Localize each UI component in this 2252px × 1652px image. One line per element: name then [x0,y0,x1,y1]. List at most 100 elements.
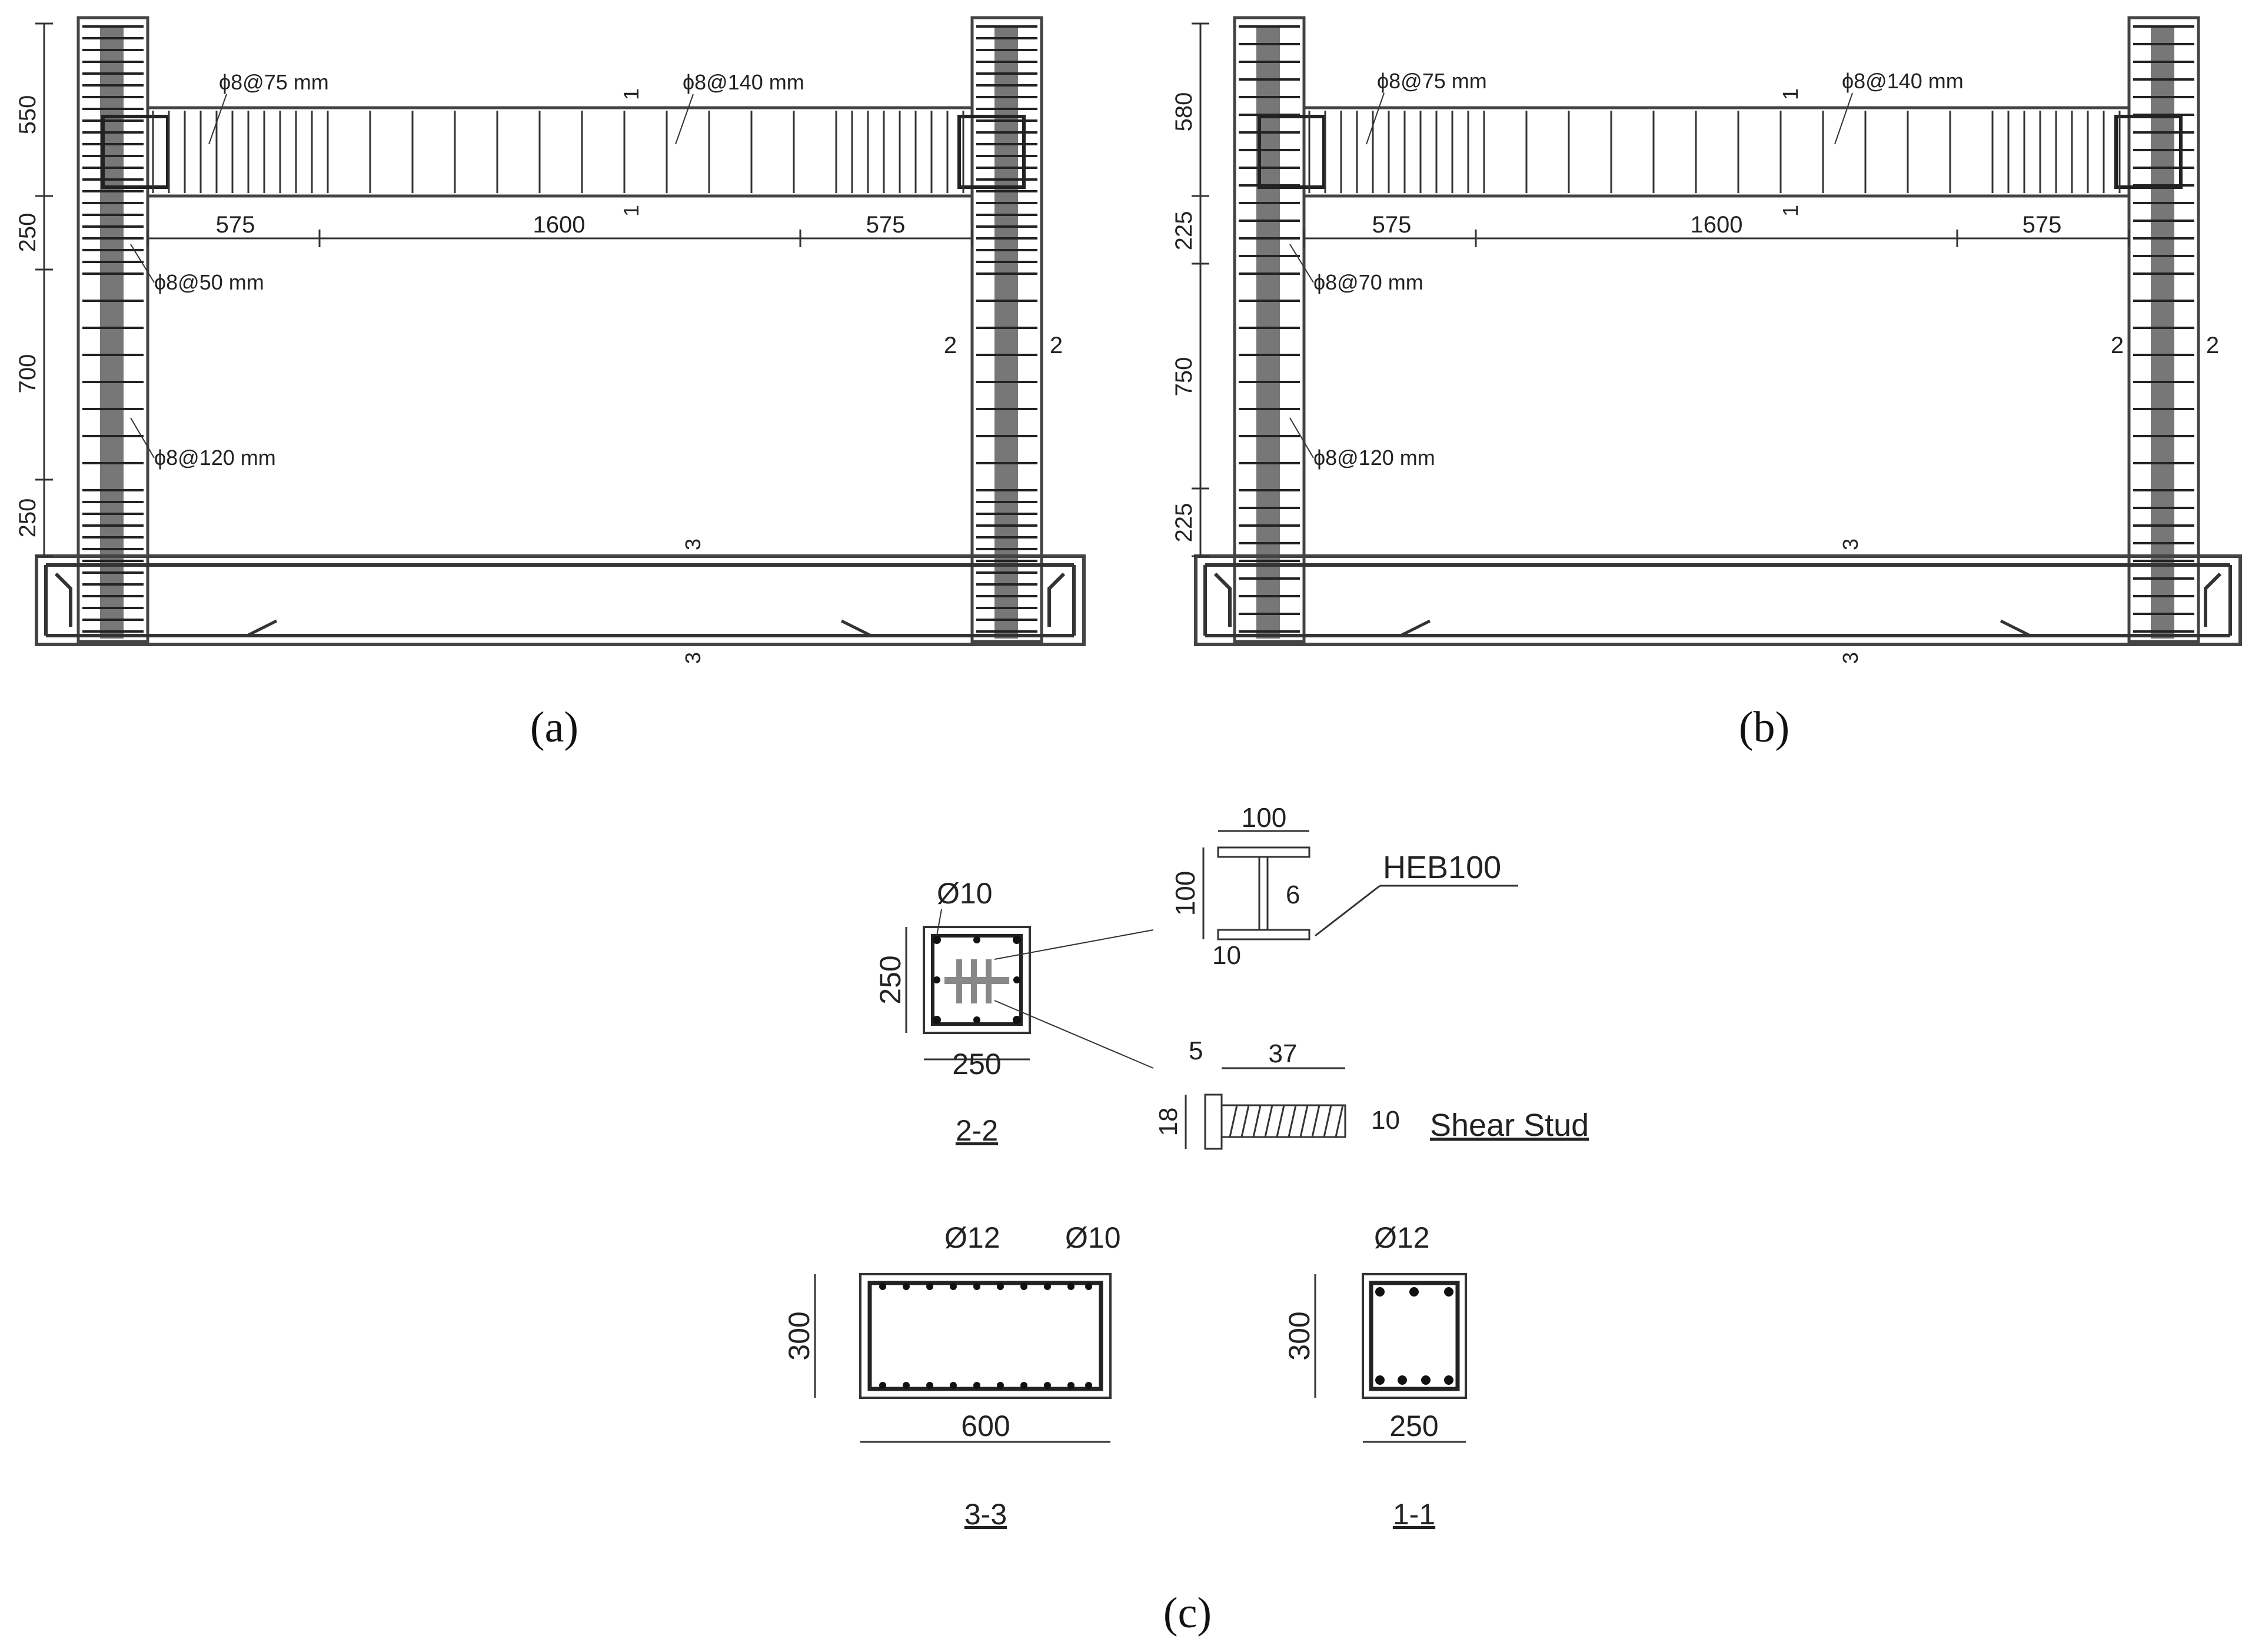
beam-dim-2: 1600 [533,212,586,238]
beam-dim-2: 1600 [1691,212,1743,238]
stud-shank-dia: 10 [1371,1106,1400,1135]
col-stirrup-dense-label: ϕ8@70 mm [1313,270,1423,294]
col-stirrup-normal-leader [1289,417,1314,458]
section-3-3-label: 3-3 [964,1498,1007,1531]
section-mark-3-bottom: 3 [1838,652,1862,664]
section-1-1-bars [1375,1287,1453,1385]
frame-b-elevation: 580 225 750 225 575 1600 575 ϕ8@75 mm ϕ8… [1171,16,2242,664]
section-mark-2-left: 2 [2111,333,2124,358]
section-1-1-height: 300 [1283,1311,1316,1360]
col-stirrup-dense-leader [1289,244,1314,283]
heb-height: 100 [1170,871,1200,916]
foundation-bent-bar-left [147,619,278,637]
heb-web-thickness: 6 [1286,880,1300,909]
section-mark-2-right: 2 [1050,333,1063,358]
col-dim-3: 750 [1171,357,1197,397]
stud-head [1204,1093,1223,1150]
column-dim-ticks [1192,22,1209,557]
col-stirrup-dense-label: ϕ8@50 mm [154,270,264,294]
section-2-2-label: 2-2 [956,1114,998,1147]
left-column-stirrups [82,25,144,633]
section-2-2-width: 250 [952,1048,1001,1081]
caption-a: (a) [530,703,578,752]
section-3-3: Ø12 Ø10 300 600 3-3 [783,1221,1121,1531]
section-2-2: Ø10 250 250 2-2 [874,877,1154,1147]
section-3-3-stirrup [867,1281,1103,1391]
beam-dim-ticks [147,230,973,247]
beam-dim-1: 575 [1372,212,1412,238]
section-mark-3-bottom: 3 [681,652,705,664]
col-stirrup-dense-leader [130,244,155,283]
col-dim-2: 250 [15,213,41,252]
foundation-outline [35,554,1086,646]
beam-stirrup-mid-label: ϕ8@140 mm [1842,69,1964,93]
col-dim-4: 225 [1171,503,1197,543]
beam-stirrup-end-label: ϕ8@75 mm [219,70,329,94]
foundation-bent-bar-right [2000,619,2130,637]
heb-bottom-flange [1217,929,1310,940]
caption-c: (c) [1163,1589,1212,1637]
beam-outline [146,106,974,198]
col-dim-4: 250 [15,498,41,538]
left-column-stirrups [1239,25,1300,633]
beam-end-anchor-left [101,115,169,189]
section-2-2-height: 250 [874,955,907,1004]
beam-stirrup-end-leader [208,94,227,145]
section-1-1-label: 1-1 [1393,1498,1435,1531]
column-dim-ticks [35,22,53,557]
foundation-outline [1194,554,2242,646]
section-mark-1-top: 1 [1778,88,1802,100]
section-mark-1-bottom: 1 [1778,205,1802,217]
section-3-3-side-bar: Ø10 [1065,1221,1121,1254]
heb-label-leader [1315,885,1381,937]
col-dim-1: 550 [15,95,41,135]
beam-stirrup-end-label: ϕ8@75 mm [1377,69,1487,93]
leader-to-stud [994,1000,1154,1069]
beam-dim-3: 575 [866,212,906,238]
section-mark-3-top: 3 [1838,539,1862,550]
section-2-2-outline [923,926,1031,1034]
beam-dim-1: 575 [216,212,255,238]
stud-label: Shear Stud [1430,1108,1589,1143]
section-3-3-height: 300 [783,1311,816,1360]
section-mark-1-bottom: 1 [619,205,643,217]
heb-web [1258,856,1269,931]
section-2-2-steel-profile [944,959,1009,1003]
right-column-stirrups [976,25,1037,633]
shear-stud: 37 5 18 10 Shear Stud [1154,1036,1589,1150]
stud-head-thickness: 5 [1189,1036,1203,1065]
heb-width: 100 [1242,802,1287,833]
caption-b: (b) [1739,703,1789,752]
section-1-1-stirrup [1369,1281,1460,1391]
beam-stirrups [1308,111,2121,193]
section-2-2-stirrup [931,934,1023,1026]
beam-stirrup-mid-leader [675,94,694,145]
section-1-1-width: 250 [1389,1410,1438,1442]
bar-leader [936,909,942,936]
beam-end-anchor-left [1258,115,1326,189]
heb-top-flange [1217,846,1310,858]
heb-flange-thickness: 10 [1212,941,1241,970]
section-1-1-bar: Ø12 [1374,1221,1430,1254]
foundation-rebar [44,563,1076,637]
beam-end-anchor-right [2114,115,2183,189]
heb100-profile: 100 100 6 10 HEB100 [1170,802,1518,970]
section-2-2-bar-label: Ø10 [937,877,993,910]
section-2-2-bars [933,936,1021,1024]
foundation-bent-bar-right [840,619,971,637]
stud-thread [1229,1105,1344,1138]
col-dim-1: 580 [1171,92,1197,132]
beam-stirrup-mid-leader [1834,92,1853,145]
foundation-rebar [1203,563,2232,637]
right-column-outline [970,16,1043,643]
section-1-1-outline [1362,1273,1467,1399]
beam-stirrup-end-leader [1366,92,1385,145]
section-mark-3-top: 3 [681,539,705,550]
section-1-1: Ø12 300 250 1-1 [1283,1221,1467,1531]
right-column-outline [2127,16,2200,643]
stud-head-dia: 18 [1154,1108,1183,1136]
section-3-3-bars [879,1283,1092,1389]
section-mark-2-left: 2 [944,333,957,358]
leader-to-heb [994,929,1154,960]
